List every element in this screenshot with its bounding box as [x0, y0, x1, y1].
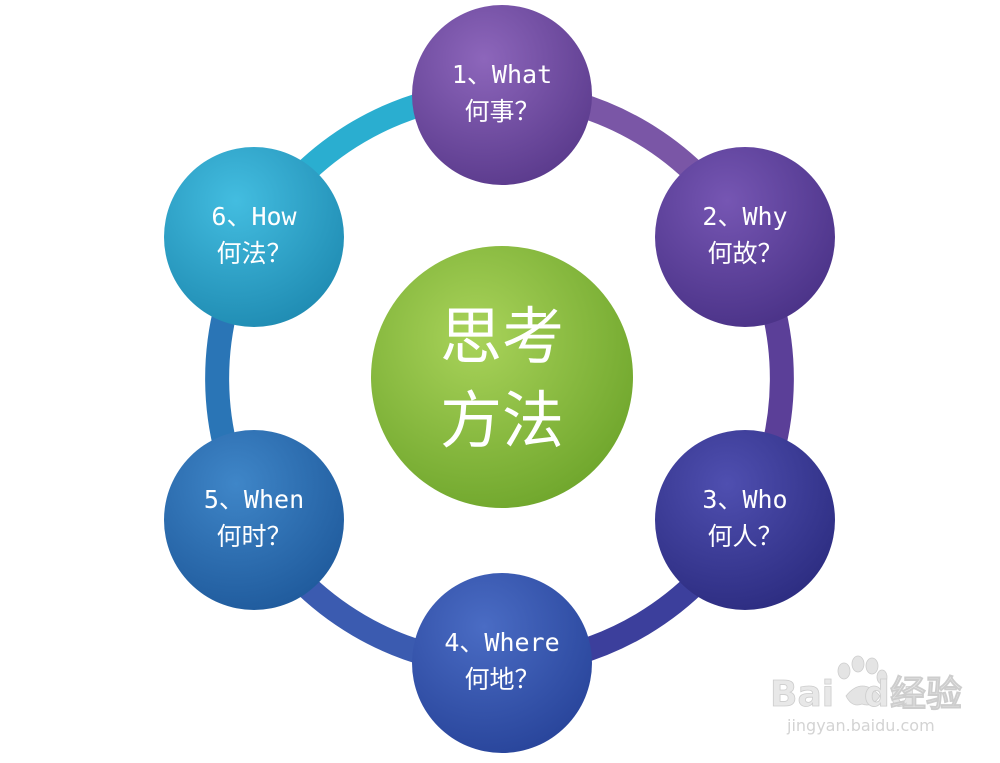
center-node: 思考 方法 — [371, 246, 633, 508]
center-label-line1: 思考 — [440, 300, 564, 373]
node-who: 3、Who 何人？ — [655, 430, 835, 610]
node-circle — [164, 147, 344, 327]
node-label-chinese: 何故？ — [707, 239, 782, 268]
node-label-chinese: 何人？ — [707, 522, 782, 551]
node-label-english: 5、When — [204, 485, 304, 514]
node-label-chinese: 何事？ — [464, 97, 539, 126]
center-label-line2: 方法 — [440, 384, 564, 457]
node-when: 5、When 何时？ — [164, 430, 344, 610]
node-label-english: 6、How — [211, 202, 297, 231]
watermark-brand-tail: 经验 — [890, 674, 962, 715]
node-circle — [412, 573, 592, 753]
node-why: 2、Why 何故？ — [655, 147, 835, 327]
baidu-jingyan-watermark: Bai du 经验 jingyan.baidu.com — [770, 655, 962, 735]
node-circle — [655, 147, 835, 327]
node-how: 6、How 何法？ — [164, 147, 344, 327]
node-label-chinese: 何法？ — [216, 239, 291, 268]
watermark-url: jingyan.baidu.com — [786, 716, 935, 735]
node-label-chinese: 何地？ — [464, 665, 539, 694]
node-circle — [655, 430, 835, 610]
node-label-english: 4、Where — [444, 628, 559, 657]
center-circle — [371, 246, 633, 508]
watermark-brand: Bai — [770, 674, 834, 715]
node-what: 1、What 何事？ — [412, 5, 592, 185]
node-circle — [164, 430, 344, 610]
paw-logo-icon — [837, 655, 888, 706]
node-where: 4、Where 何地？ — [412, 573, 592, 753]
node-label-chinese: 何时？ — [216, 522, 291, 551]
node-label-english: 2、Why — [702, 202, 787, 231]
node-label-english: 1、What — [452, 60, 552, 89]
node-label-english: 3、Who — [702, 485, 787, 514]
node-circle — [412, 5, 592, 185]
watermark-brand-du: du — [864, 674, 915, 715]
